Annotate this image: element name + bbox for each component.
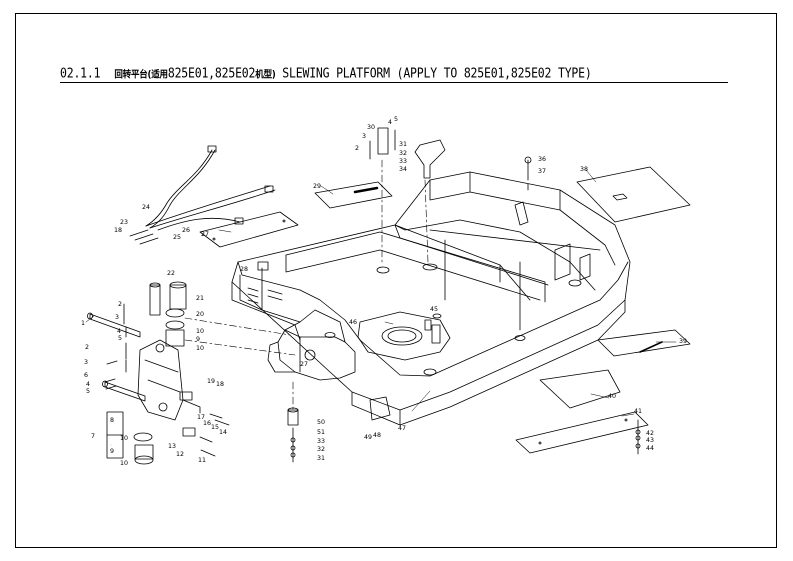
callout-10-lower-b: 10 <box>120 460 128 467</box>
callout-2: 2 <box>118 301 122 308</box>
callout-9-upper: 9 <box>196 336 200 343</box>
callout-29: 29 <box>313 183 321 190</box>
callout-19: 19 <box>207 378 215 385</box>
callout-44: 44 <box>646 445 654 452</box>
callout-13: 13 <box>168 443 176 450</box>
hydraulic-lines <box>129 145 276 245</box>
callout-18-pipe: 18 <box>114 227 122 234</box>
section-number: 02.1.1 <box>60 65 101 82</box>
callout-40: 40 <box>608 393 616 400</box>
callout-37: 37 <box>538 168 546 175</box>
callout-4-lower: 4 <box>86 381 90 388</box>
callout-5: 5 <box>118 335 122 342</box>
callout-9: 9 <box>110 448 114 455</box>
title-bar: 02.1.1 回转平台(适用825E01,825E02机型) SLEWING PL… <box>60 64 728 83</box>
drawing-frame <box>15 13 777 548</box>
callout-50: 50 <box>317 419 325 426</box>
callout-28: 28 <box>240 266 248 273</box>
callout-25: 25 <box>173 234 181 241</box>
callout-34: 34 <box>399 166 407 173</box>
callout-46: 46 <box>349 319 357 326</box>
title-chinese-prefix: 回转平台( <box>114 69 152 82</box>
title-chinese-suffix: 机型) <box>255 69 276 82</box>
callout-47: 47 <box>398 425 406 432</box>
callout-39: 39 <box>679 338 687 345</box>
callout-27-bracket: 27 <box>300 361 308 368</box>
callout-16: 16 <box>203 420 211 427</box>
callout-30: 30 <box>367 124 375 131</box>
page-title: 02.1.1 回转平台(适用825E01,825E02机型) SLEWING PL… <box>60 65 592 81</box>
callout-27: 27 <box>201 231 209 238</box>
callout-4-top: 4 <box>388 119 392 126</box>
callout-10-upper: 10 <box>196 328 204 335</box>
callout-26: 26 <box>182 227 190 234</box>
callout-14: 14 <box>219 429 227 436</box>
callout-23: 23 <box>120 219 128 226</box>
callout-labels: 1 2 3 4 5 2 3 4 5 6 7 8 9 9 10 10 10 10 … <box>81 116 687 467</box>
callout-22: 22 <box>167 270 175 277</box>
callout-2-lower: 2 <box>85 344 89 351</box>
callout-42: 42 <box>646 430 654 437</box>
leader-lines <box>85 169 677 446</box>
callout-3-lower: 3 <box>84 359 88 366</box>
callout-8: 8 <box>110 417 114 424</box>
callout-6: 6 <box>84 372 88 379</box>
callout-36: 36 <box>538 156 546 163</box>
title-english: SLEWING PLATFORM (APPLY TO 825E01,825E02… <box>282 65 592 82</box>
callout-32-bottom: 32 <box>317 446 325 453</box>
callout-15: 15 <box>211 424 219 431</box>
callout-10-mid: 10 <box>196 345 204 352</box>
callout-18-right: 18 <box>216 381 224 388</box>
title-chinese-apply: 适用 <box>151 69 168 82</box>
callout-49: 49 <box>364 434 372 441</box>
callout-32-top: 32 <box>399 150 407 157</box>
callout-45: 45 <box>430 306 438 313</box>
title-models: 825E01,825E02 <box>167 65 256 82</box>
callout-24: 24 <box>142 204 150 211</box>
callout-5-top: 5 <box>394 116 398 123</box>
callout-10-lower-a: 10 <box>120 435 128 442</box>
callout-33-top: 33 <box>399 158 407 165</box>
boom-swing-bracket <box>87 281 201 465</box>
callout-51: 51 <box>317 429 325 436</box>
bolts-and-pins <box>104 127 641 463</box>
callout-2-top: 2 <box>355 145 359 152</box>
callout-31-bottom: 31 <box>317 455 325 462</box>
callout-17: 17 <box>197 414 205 421</box>
callout-3-top: 3 <box>362 133 366 140</box>
cover-plates <box>199 166 691 454</box>
callout-12: 12 <box>176 451 184 458</box>
callout-11: 11 <box>198 457 206 464</box>
callout-5-lower: 5 <box>86 388 90 395</box>
callout-38: 38 <box>580 166 588 173</box>
callout-7: 7 <box>91 433 95 440</box>
callout-3: 3 <box>115 314 119 321</box>
callout-20: 20 <box>196 311 204 318</box>
callout-48: 48 <box>373 432 381 439</box>
callout-41: 41 <box>634 408 642 415</box>
callout-43: 43 <box>646 437 654 444</box>
assembly-centerlines <box>184 159 429 411</box>
platform-frame <box>231 171 631 426</box>
callout-33-bottom: 33 <box>317 438 325 445</box>
callout-21: 21 <box>196 295 204 302</box>
callout-4: 4 <box>117 328 121 335</box>
callout-1: 1 <box>81 320 85 327</box>
callout-31-top: 31 <box>399 141 407 148</box>
